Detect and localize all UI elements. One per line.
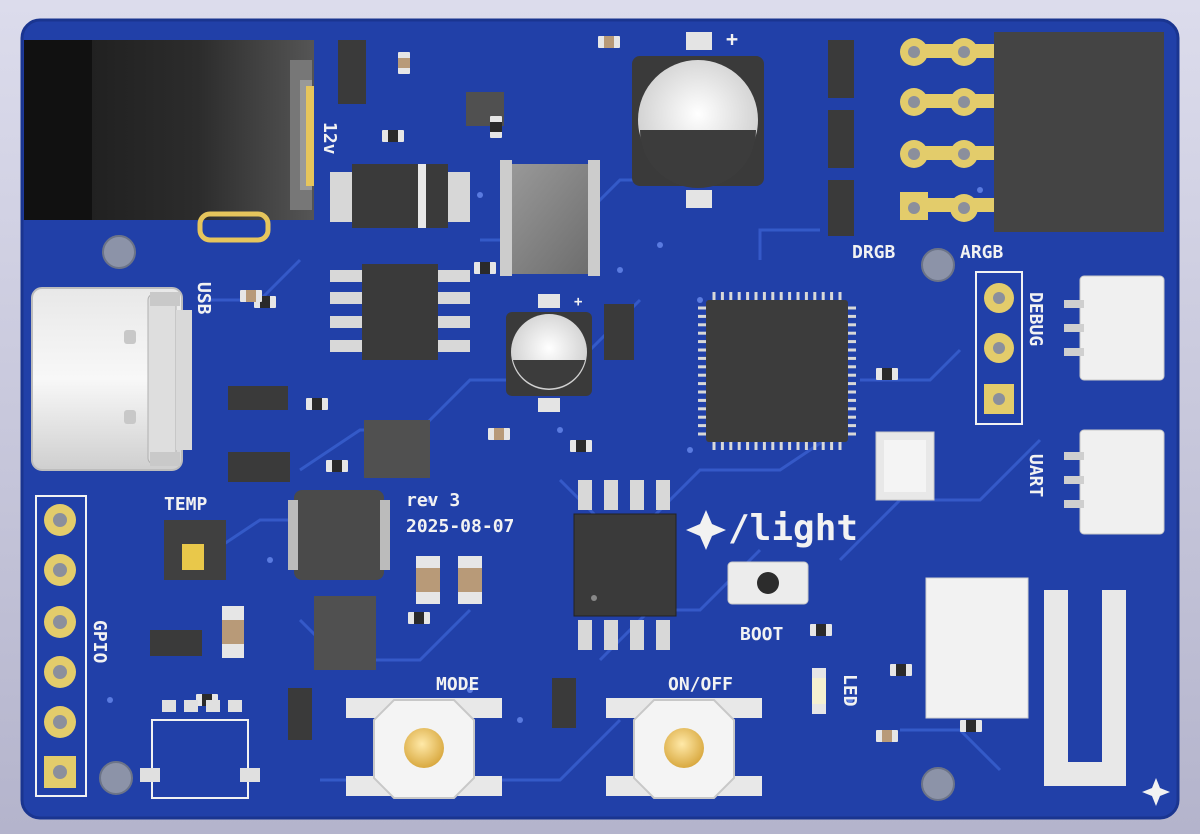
jst-connector-debug [1064, 275, 1165, 381]
mcu-qfp [698, 292, 856, 450]
debug-header [975, 271, 1023, 425]
debug-label: DEBUG [1025, 292, 1046, 346]
inductor-2 [288, 490, 390, 580]
jst-connector-uart [1064, 429, 1165, 535]
crystal-oscillator [875, 431, 935, 501]
on-off-label: ON/OFF [668, 674, 733, 695]
on-off-button[interactable] [606, 698, 762, 799]
logo-text: /light [728, 508, 858, 549]
power-jack-label: 12v [319, 122, 340, 155]
usb-c-connector [31, 287, 192, 471]
uart-label: UART [1025, 454, 1046, 498]
sot-transistors [150, 40, 854, 740]
small-cap-plus: + [574, 294, 582, 310]
sparkle-icon-small [1142, 778, 1170, 806]
led-label: LED [839, 674, 860, 707]
gpio-header [35, 495, 87, 797]
mounting-holes [99, 235, 955, 801]
temp-sensor [164, 520, 226, 580]
schottky-diode [330, 164, 470, 228]
power-inductor [500, 160, 600, 276]
drgb-label: DRGB [852, 242, 896, 263]
electrolytic-capacitor-large [632, 32, 764, 208]
big-cap-plus: + [726, 27, 738, 51]
electrolytic-capacitor-small [506, 294, 592, 412]
mode-button[interactable] [346, 698, 502, 799]
gpio-label: GPIO [89, 620, 110, 664]
passive-components [196, 36, 982, 742]
rgb-header-pins [900, 32, 1164, 232]
wifi-module [925, 577, 1126, 786]
temp-label: TEMP [164, 494, 208, 515]
revision-text: rev 3 [406, 490, 460, 511]
sparkle-icon [686, 510, 726, 550]
soic8-flash [573, 480, 677, 650]
soic8-regulator [330, 264, 470, 360]
chip-qfn-2 [314, 596, 376, 670]
small-connector [140, 700, 260, 799]
dc-barrel-jack [24, 40, 314, 243]
boot-button[interactable] [727, 561, 809, 605]
usb-label: USB [193, 282, 214, 315]
date-text: 2025-08-07 [406, 516, 514, 537]
argb-label: ARGB [960, 242, 1004, 263]
chip-qfn-1 [364, 420, 430, 478]
boot-label: BOOT [740, 624, 784, 645]
mode-label: MODE [436, 674, 479, 695]
